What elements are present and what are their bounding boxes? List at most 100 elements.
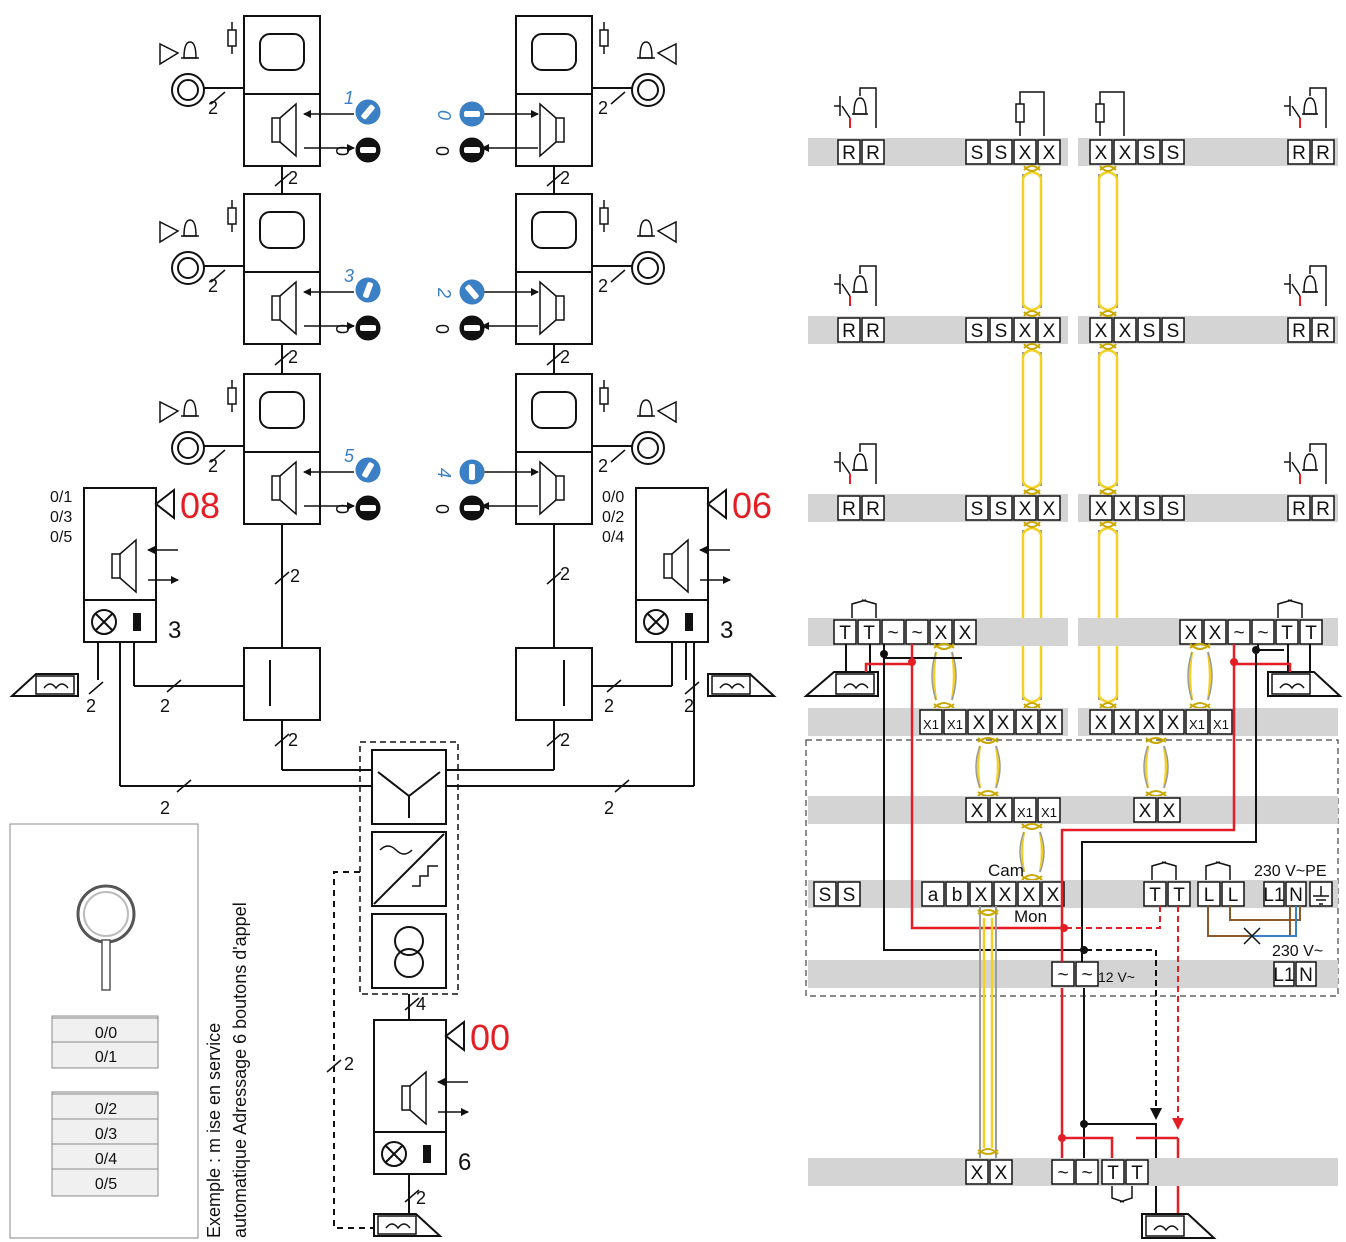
wire-black-dashed [1086, 949, 1162, 1120]
terminal-label: S [1167, 499, 1180, 520]
zero-label: 0 [432, 146, 452, 156]
terminal [989, 139, 1013, 165]
speaker-body [271, 295, 281, 321]
terminal-label: L [1228, 885, 1239, 906]
terminal [1039, 709, 1063, 735]
button-mark [363, 282, 373, 298]
terminal [989, 797, 1013, 823]
resistor-icon [599, 29, 609, 47]
bell-shape [639, 41, 653, 59]
cable-wire [1144, 745, 1168, 789]
cable-wire [1188, 651, 1212, 701]
pad-inner [835, 673, 875, 695]
monitor-relay-icon [851, 599, 877, 618]
terminal-label: X [999, 885, 1012, 906]
pad-wave-icon [843, 683, 869, 690]
bell-shape [183, 219, 197, 237]
horn-shape [656, 220, 677, 244]
terminal [1089, 495, 1113, 521]
horn-icon [656, 220, 677, 244]
terminal-label: R [866, 321, 880, 342]
terminal [1295, 961, 1317, 987]
camera-lens-icon [637, 79, 659, 101]
terminal [1161, 495, 1185, 521]
pad-inner [1145, 1215, 1185, 1237]
speaker-body [271, 117, 281, 143]
pad-wave-icon [43, 683, 69, 690]
voltage-label: 230 V~PE [1254, 863, 1327, 880]
terminal-label: L [1204, 885, 1215, 906]
cable-twist [1099, 165, 1117, 317]
terminal-label: X [1043, 499, 1056, 520]
terminal-label: S [971, 321, 984, 342]
terminal-label: ~ [1057, 1163, 1068, 1184]
earth-icon [1313, 886, 1329, 905]
relay-icon [1205, 861, 1231, 880]
seven-segment-display: 08 [180, 485, 220, 526]
controller-diagonal [373, 833, 445, 905]
cable-wire [1021, 526, 1043, 704]
distributor-box-left [243, 647, 321, 721]
terminal-label: X [1095, 143, 1108, 164]
terminal [861, 495, 885, 521]
terminal-label: X [995, 801, 1008, 822]
lamp-cross [647, 613, 665, 631]
camera-lens-icon [637, 257, 659, 279]
terminal [1037, 797, 1061, 823]
button-mark [469, 464, 475, 480]
terminal [1075, 961, 1099, 987]
wire-count: 2 [598, 276, 608, 296]
slash-mark [614, 779, 630, 793]
wire-red [864, 644, 914, 672]
legend-row: 0/2 [95, 1101, 117, 1118]
call-pad-left [9, 673, 79, 697]
speaker-cone [279, 280, 297, 336]
legend-row: 0/0 [95, 1025, 117, 1042]
monitor-body [635, 487, 709, 601]
zero-button-icon [355, 495, 381, 521]
terminal [1015, 709, 1039, 735]
camera-screen-icon [259, 33, 305, 71]
terminal-label: X [971, 801, 984, 822]
terminal-label: X [1019, 499, 1032, 520]
cable-twist [1023, 521, 1041, 709]
splitter-icon [377, 771, 441, 818]
speaker-cone [671, 538, 689, 594]
call-button-icon [459, 279, 485, 305]
legend-row: 0/1 [95, 1049, 117, 1066]
terminal [1311, 317, 1335, 343]
terminal [943, 709, 967, 735]
speaker-icon [539, 460, 565, 516]
ac-symbol-icon [379, 845, 413, 855]
lamp-cross [95, 613, 113, 631]
wire-count: 2 [416, 1188, 426, 1208]
bell-shape [1303, 97, 1317, 115]
terminal-label: X [1023, 885, 1036, 906]
slash-mark [404, 1189, 420, 1203]
bus-cable-left [975, 737, 1001, 797]
terminal [919, 709, 943, 735]
terminal [1137, 317, 1161, 343]
terminal [993, 881, 1017, 907]
junction-dot [880, 650, 888, 658]
terminal-label: S [971, 143, 984, 164]
camera-lens-icon [177, 257, 199, 279]
slash-mark [274, 352, 290, 366]
terminal-label: X [959, 623, 972, 644]
slash-mark [546, 173, 562, 187]
terminal [1287, 317, 1311, 343]
terminal-label: X [975, 885, 988, 906]
end-resistor-icon [1015, 91, 1045, 136]
wire-count: 2 [288, 347, 298, 367]
wire-count: 2 [604, 696, 614, 716]
speaker-body [111, 553, 121, 579]
terminal-label: X1 [1041, 805, 1057, 820]
